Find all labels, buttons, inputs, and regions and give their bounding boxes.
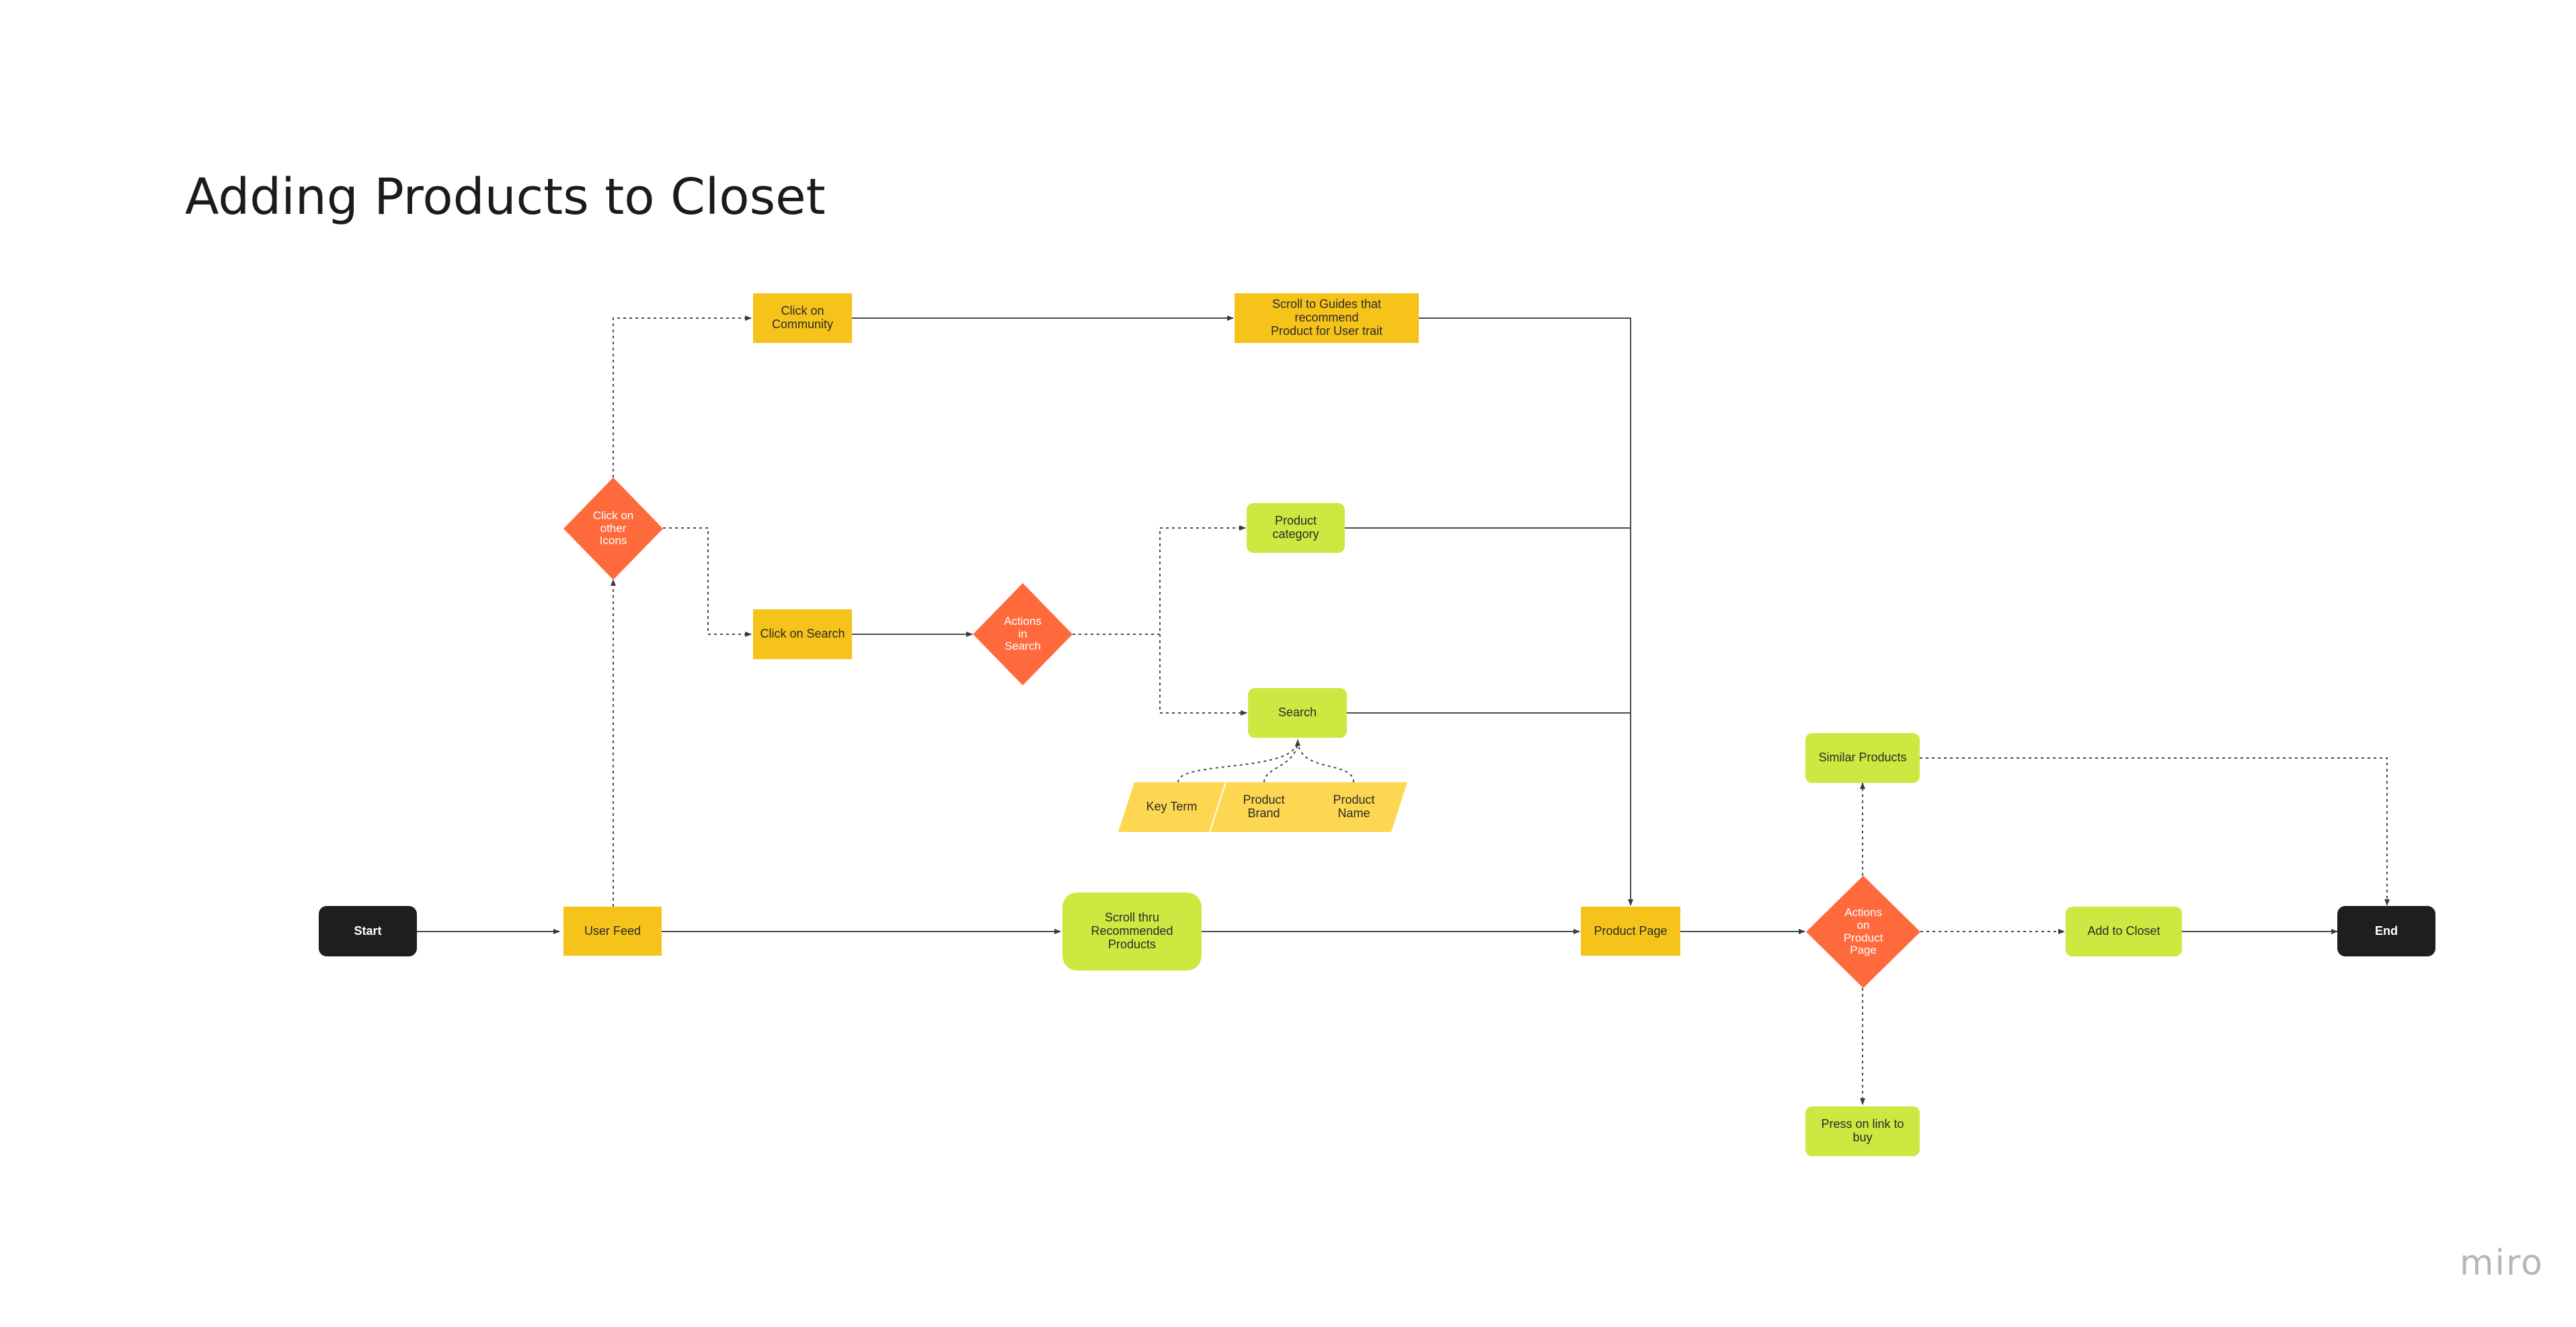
scroll-guides-node[interactable]: Scroll to Guides that recommend Product … — [1235, 293, 1419, 343]
click-community-node[interactable]: Click on Community — [753, 293, 852, 343]
edge-actions-search — [1159, 634, 1247, 716]
edge-keyterm-search — [1177, 739, 1300, 783]
user-feed-label: User Feed — [584, 923, 641, 938]
edge-othericons-clicksearch — [663, 527, 752, 637]
edge-name-search — [1297, 739, 1354, 783]
search-label: Search — [1278, 706, 1317, 720]
similar-products-label: Similar Products — [1818, 751, 1907, 765]
click-other-icons-decision[interactable]: Click on other Icons — [563, 478, 663, 580]
product-name-node[interactable]: Product Name — [1300, 782, 1408, 832]
product-brand-node[interactable]: Product Brand — [1210, 782, 1318, 832]
add-to-closet-label: Add to Closet — [2087, 924, 2160, 938]
end-label: End — [2375, 923, 2398, 938]
actions-in-search-decision[interactable]: Actions in Search — [973, 583, 1072, 685]
miro-logo: miro — [2459, 1243, 2544, 1283]
click-search-label: Click on Search — [760, 627, 845, 641]
scroll-recommended-label: Scroll thru Recommended Products — [1091, 911, 1173, 951]
click-other-icons-label: Click on other Icons — [592, 508, 634, 547]
click-community-label: Click on Community — [771, 304, 834, 331]
start-label: Start — [354, 923, 382, 938]
scroll-guides-label: Scroll to Guides that recommend Product … — [1270, 297, 1383, 338]
product-brand-label: Product Brand — [1243, 793, 1285, 820]
product-category-label: Product category — [1272, 514, 1319, 541]
key-term-label: Key Term — [1146, 800, 1198, 814]
board-title: Adding Products to Closet — [185, 168, 826, 226]
scroll-recommended-node[interactable]: Scroll thru Recommended Products — [1062, 893, 1202, 971]
press-link-buy-node[interactable]: Press on link to buy — [1805, 1106, 1920, 1156]
product-category-node[interactable]: Product category — [1247, 503, 1345, 553]
key-term-node[interactable]: Key Term — [1118, 782, 1226, 832]
user-feed-node[interactable]: User Feed — [563, 907, 662, 956]
actions-product-page-label: Actions on Product Page — [1843, 906, 1883, 957]
edge-guides-productpage — [1419, 317, 1633, 906]
search-node[interactable]: Search — [1248, 688, 1347, 738]
start-node[interactable]: Start — [319, 906, 417, 956]
edge-brand-search — [1263, 739, 1298, 783]
actions-product-page-decision[interactable]: Actions on Product Page — [1806, 876, 1920, 988]
end-node[interactable]: End — [2337, 906, 2435, 956]
edge-similar-end — [1920, 757, 2390, 906]
product-name-label: Product Name — [1333, 793, 1375, 820]
edge-actions-category — [1072, 525, 1246, 635]
press-link-buy-label: Press on link to buy — [1821, 1117, 1904, 1144]
product-page-label: Product Page — [1594, 923, 1668, 938]
product-page-node[interactable]: Product Page — [1581, 907, 1680, 956]
add-to-closet-node[interactable]: Add to Closet — [2066, 907, 2182, 956]
similar-products-node[interactable]: Similar Products — [1805, 733, 1920, 783]
click-search-node[interactable]: Click on Search — [753, 609, 852, 659]
actions-in-search-label: Actions in Search — [1004, 614, 1042, 653]
edge-othericons-community — [613, 315, 752, 478]
